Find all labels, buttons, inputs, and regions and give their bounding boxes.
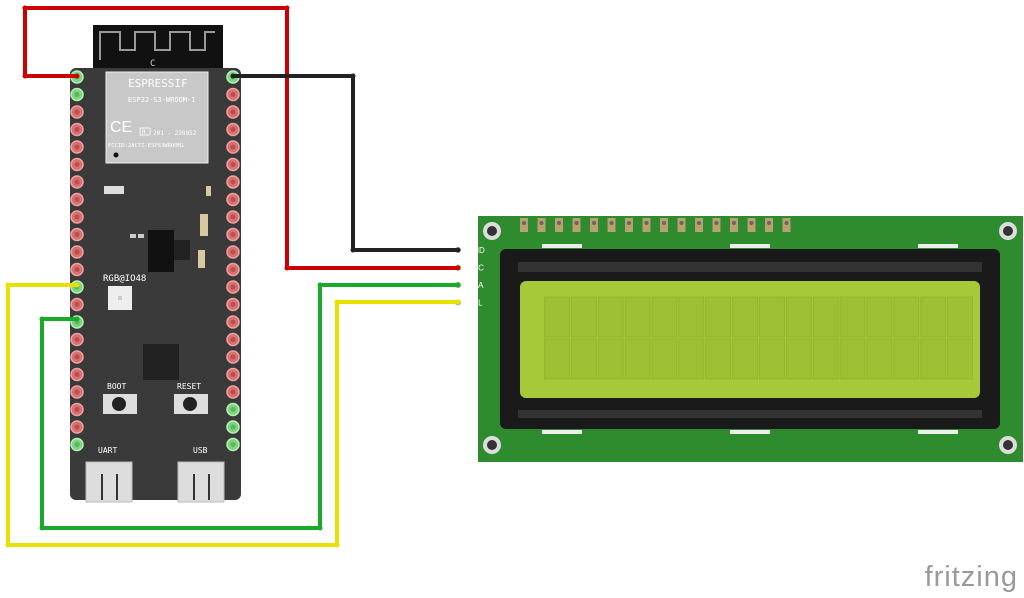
lcd-char-cell xyxy=(544,296,570,338)
lcd-char-cell xyxy=(624,296,651,338)
lcd-char-cell xyxy=(597,296,624,338)
cert-r: R xyxy=(142,129,146,136)
brand-label: ESPRESSIF xyxy=(128,77,188,90)
wire-gnd[interactable] xyxy=(233,74,458,252)
antenna-label: C xyxy=(150,59,155,69)
cert-label: 201 - 220052 xyxy=(153,130,197,137)
lcd-char-cell xyxy=(866,296,893,338)
boot-label: BOOT xyxy=(107,382,126,391)
lcd-pin-label: SCL xyxy=(467,299,483,308)
usb-port[interactable] xyxy=(177,461,225,503)
lcd-char-cell xyxy=(920,296,947,338)
boot-button[interactable] xyxy=(103,394,137,414)
uart-label: UART xyxy=(98,446,117,455)
antenna: C xyxy=(93,25,223,70)
lcd-char-cell xyxy=(893,338,920,380)
lcd-pin-label: SDA xyxy=(467,281,484,290)
lcd-char-cell xyxy=(705,296,732,338)
lcd-char-cell xyxy=(570,338,597,380)
lcd-pin-label: VCC xyxy=(467,264,484,273)
esp32-board xyxy=(70,68,241,500)
uart-port[interactable] xyxy=(85,461,133,503)
reset-button[interactable] xyxy=(174,394,208,414)
lcd-char-cell xyxy=(570,296,597,338)
lcd-char-cell xyxy=(544,338,570,380)
lcd-char-cell xyxy=(651,338,678,380)
lcd-char-cell xyxy=(839,296,866,338)
wire-3v3-vcc[interactable] xyxy=(23,6,458,270)
lcd-char-cell xyxy=(920,338,947,380)
lcd-char-cell xyxy=(947,296,973,338)
lcd-char-cell xyxy=(624,338,651,380)
lcd-char-cell xyxy=(678,338,705,380)
fccid-label: FCCID:2AC7Z-ESPS3WROOM1 xyxy=(108,143,184,149)
lcd-1602-module xyxy=(478,216,1023,462)
ce-mark: CE xyxy=(110,119,132,136)
lcd-char-cell xyxy=(839,338,866,380)
wroom-module: ESPRESSIF ESP32-S3-WROOM-1 CE R 201 - 22… xyxy=(105,71,209,164)
lcd-char-cell xyxy=(947,338,973,380)
lcd-pin-label: GND xyxy=(467,246,485,255)
wire-sda[interactable] xyxy=(40,283,458,530)
usb-label: USB xyxy=(193,446,208,455)
lcd-char-cell xyxy=(812,296,839,338)
lcd-char-cell xyxy=(759,296,785,338)
lcd-char-cell xyxy=(893,296,920,338)
usb-chip xyxy=(143,344,179,380)
right-header xyxy=(226,70,240,452)
lcd-char-cell xyxy=(597,338,624,380)
lcd-char-cell xyxy=(866,338,893,380)
module-label: ESP32-S3-WROOM-1 xyxy=(128,96,195,104)
rgb-label: RGB@IO48 xyxy=(103,274,146,284)
lcd-char-cell xyxy=(651,296,678,338)
lcd-char-cell xyxy=(678,296,705,338)
lcd-char-cell xyxy=(812,338,839,380)
lcd-char-cell xyxy=(785,338,812,380)
wire-scl[interactable] xyxy=(6,283,458,547)
fritzing-logo: fritzing xyxy=(924,561,1018,593)
lcd-char-cell xyxy=(732,296,758,338)
reset-label: RESET xyxy=(177,382,201,391)
lcd-char-cell xyxy=(759,338,785,380)
lcd-char-cell xyxy=(785,296,812,338)
lcd-char-cell xyxy=(705,338,732,380)
lcd-char-cell xyxy=(732,338,758,380)
